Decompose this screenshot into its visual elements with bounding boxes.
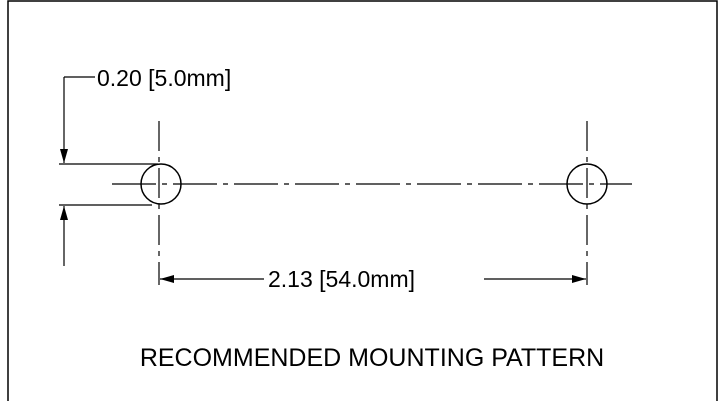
hole-diameter-label: 0.20 [5.0mm] xyxy=(97,65,231,91)
drawing-frame xyxy=(7,0,718,401)
drawing-caption: RECOMMENDED MOUNTING PATTERN xyxy=(140,344,604,372)
left-mounting-hole xyxy=(140,163,182,205)
hole-spacing-label: 2.13 [54.0mm] xyxy=(268,266,415,292)
right-mounting-hole xyxy=(566,163,608,205)
